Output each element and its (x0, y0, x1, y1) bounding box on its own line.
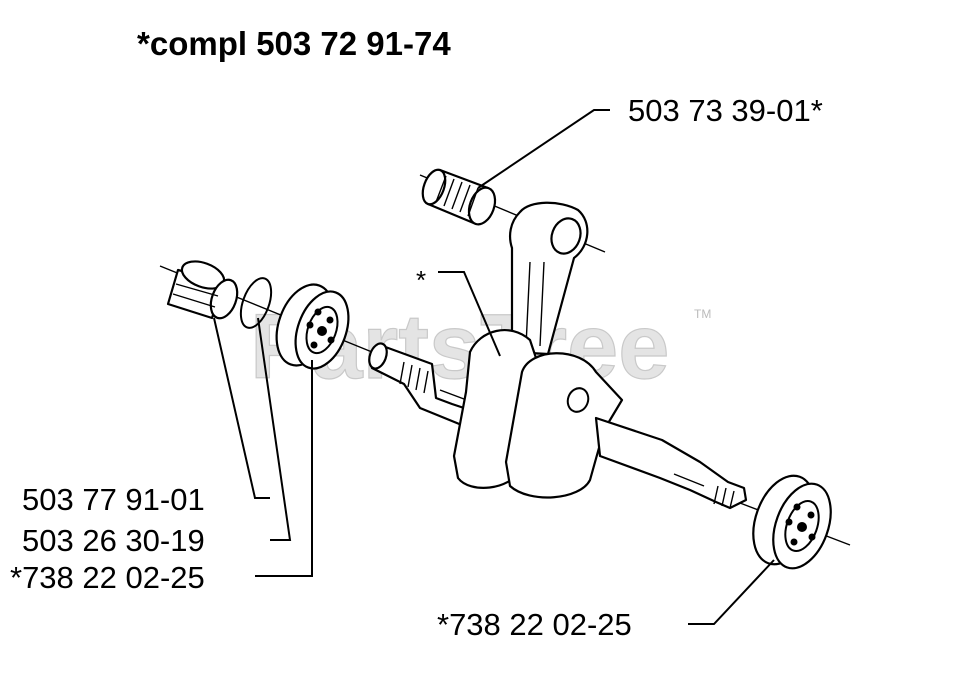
sleeve-part (166, 260, 239, 320)
watermark-trademark: TM (694, 307, 711, 321)
label-ring: 503 26 30-19 (22, 523, 205, 558)
ring-part (239, 277, 273, 329)
leader-lines (213, 109, 775, 625)
needle-bearing-part (421, 168, 497, 226)
right-bearing-part (752, 474, 832, 570)
label-left-bearing: *738 22 02-25 (10, 560, 205, 595)
crankshaft-part (368, 201, 748, 510)
label-right-bearing: *738 22 02-25 (437, 607, 632, 642)
label-needle-bearing: 503 73 39-01* (628, 93, 823, 128)
assembly-title: *compl 503 72 91-74 (137, 25, 451, 62)
label-sleeve: 503 77 91-01 (22, 482, 205, 517)
left-bearing-part (275, 283, 350, 370)
label-crank-star: * (416, 265, 426, 295)
